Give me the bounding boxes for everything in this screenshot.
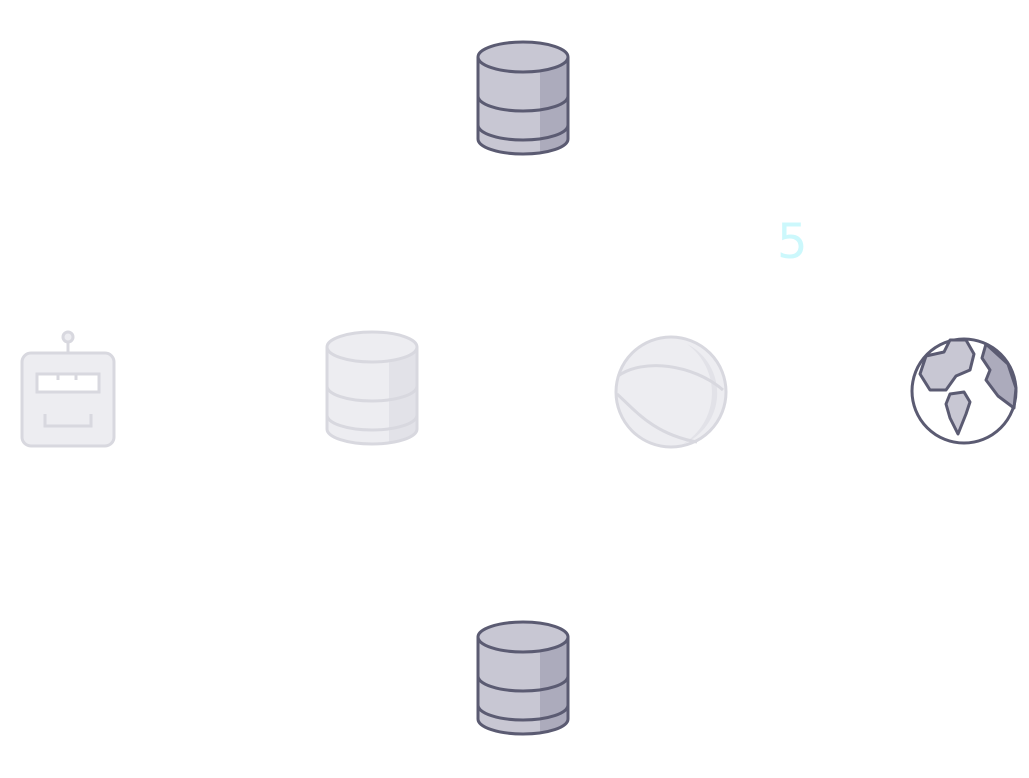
database-icon [325,330,419,446]
ball-node[interactable] [613,334,729,450]
node-count-label: 5 [777,214,808,270]
robot-node[interactable] [20,330,118,450]
database-node-bottom[interactable] [476,620,570,738]
database-node-top[interactable] [476,40,570,158]
ball-icon [614,335,728,449]
globe-node[interactable] [910,334,1020,450]
robot-icon [20,330,116,448]
database-node-middle[interactable] [325,330,419,448]
database-icon [476,620,570,736]
database-icon [476,40,570,156]
globe-icon [910,337,1018,445]
